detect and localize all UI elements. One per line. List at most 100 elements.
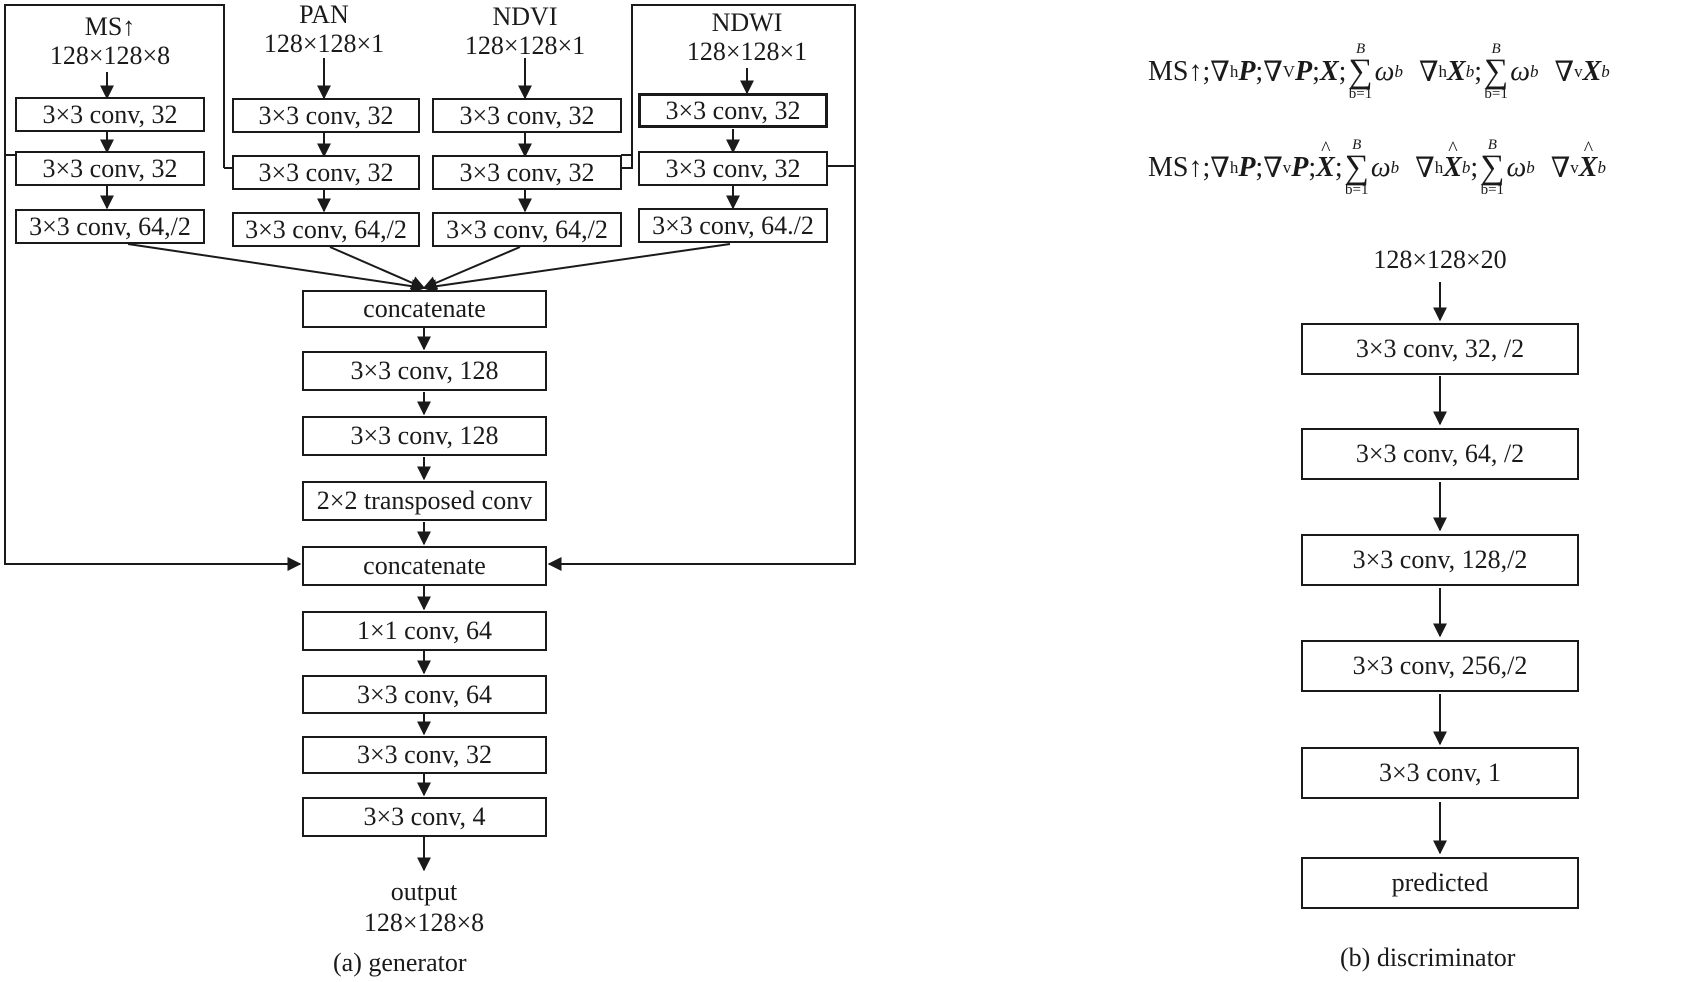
discriminator-input-formula-2: MS ↑ ; ∇h P ; ∇v P ; X ; B ∑ b=1 ωb ∇h X… [1148, 138, 1606, 198]
f1-nabla-4: ∇ [1554, 57, 1575, 88]
ms-conv-3: 3×3 conv, 64,/2 [15, 209, 205, 244]
f2-sum-2-sigma: ∑ [1480, 149, 1505, 186]
trunk-conv-3x3-32: 3×3 conv, 32 [302, 736, 547, 774]
branch-ndvi-dims: 128×128×1 [464, 31, 586, 60]
f1-X: X [1319, 56, 1339, 87]
f2-omega-2: ω [1506, 152, 1527, 183]
disc-conv-1: 3×3 conv, 1 [1301, 747, 1579, 799]
f2-Xb-hat-2: X [1579, 138, 1598, 184]
f1-omega-1: ω [1374, 56, 1395, 87]
f2-sep-3: ; [1308, 152, 1317, 183]
f2-sub-h-2: h [1434, 158, 1444, 177]
ms-conv-2: 3×3 conv, 32 [15, 151, 205, 186]
arrow-merge-ndwi [422, 243, 731, 294]
f1-omega-1-sub: b [1394, 62, 1403, 81]
disc-conv-128: 3×3 conv, 128,/2 [1301, 534, 1579, 586]
branch-ndvi-name: NDVI [492, 2, 558, 31]
ndwi-conv-2: 3×3 conv, 32 [638, 151, 828, 186]
f2-nabla-3: ∇ [1415, 153, 1435, 184]
f2-sub-h: h [1229, 158, 1239, 177]
arrow-merge-pan [329, 246, 426, 290]
skip-right-down [547, 160, 856, 571]
trunk-conv-1x1-64: 1×1 conv, 64 [302, 611, 547, 651]
trunk-concatenate-2: concatenate [302, 546, 547, 586]
trunk-conv-128-b: 3×3 conv, 128 [302, 416, 547, 456]
f1-sum-1-sigma: ∑ [1348, 53, 1373, 90]
ndvi-conv-3: 3×3 conv, 64,/2 [432, 212, 622, 247]
pan-conv-1: 3×3 conv, 32 [232, 98, 420, 133]
trunk-transposed-conv: 2×2 transposed conv [302, 481, 547, 521]
branch-ndwi-label: NDWI 128×128×1 [667, 8, 827, 66]
pan-conv-3: 3×3 conv, 64,/2 [232, 212, 420, 247]
skip-left-down [4, 160, 302, 571]
f1-sum-2-sigma: ∑ [1483, 53, 1509, 90]
disc-predicted: predicted [1301, 857, 1579, 909]
f1-sum-2-top: B [1491, 41, 1501, 57]
f1-up-arrow-icon: ↑ [1188, 56, 1203, 87]
skip-left-ms [4, 4, 225, 168]
ndvi-conv-2: 3×3 conv, 32 [432, 155, 622, 190]
branch-ms-label: MS↑ 128×128×8 [30, 12, 190, 70]
f2-omega-1-sub: b [1390, 158, 1400, 177]
f1-Xb-2: X [1582, 56, 1602, 87]
f1-sep-1: ; [1202, 56, 1211, 87]
f2-sum-2-top: B [1487, 137, 1497, 153]
disc-conv-64: 3×3 conv, 64, /2 [1301, 428, 1579, 480]
pan-conv-2: 3×3 conv, 32 [232, 155, 420, 190]
f2-up-arrow-icon: ↑ [1188, 152, 1203, 183]
f1-sub-h-2: h [1438, 62, 1448, 81]
f1-nabla-1: ∇ [1210, 57, 1230, 88]
ndwi-conv-1: 3×3 conv, 32 [638, 93, 828, 128]
disc-conv-256: 3×3 conv, 256,/2 [1301, 640, 1579, 692]
generator-output-label: output [390, 877, 458, 906]
disc-conv-32: 3×3 conv, 32, /2 [1301, 323, 1579, 375]
f2-ms: MS [1148, 152, 1189, 183]
f1-nabla-2: ∇ [1263, 57, 1283, 88]
f1-P-2: P [1295, 56, 1313, 87]
f2-sum-1-bottom: b=1 [1345, 182, 1369, 198]
f2-nabla-2: ∇ [1263, 153, 1283, 184]
ms-conv-1: 3×3 conv, 32 [15, 97, 205, 132]
f2-nabla-1: ∇ [1210, 153, 1230, 184]
f1-sub-v: v [1574, 62, 1583, 81]
f2-sum-1: B ∑ b=1 [1345, 138, 1369, 198]
branch-pan-name: PAN [299, 0, 349, 29]
f2-sum-1-top: B [1352, 137, 1362, 153]
discriminator-caption: (b) discriminator [1340, 943, 1516, 972]
f1-sep-2: ; [1255, 56, 1264, 87]
f2-sub-v-2: v [1570, 158, 1579, 177]
generator-output: output 128×128×8 [324, 876, 524, 938]
f1-sub-V: V [1282, 62, 1296, 81]
f1-Xb-2-sub: b [1601, 62, 1610, 81]
discriminator-input-dims: 128×128×20 [1373, 245, 1507, 274]
arrow-merge-ms [127, 243, 426, 294]
f2-sub-v: v [1282, 158, 1292, 177]
f2-sum-2-bottom: b=1 [1480, 182, 1505, 198]
f2-P-2: P [1291, 152, 1309, 183]
f2-P-1: P [1238, 152, 1256, 183]
f1-Xb-1-sub: b [1465, 62, 1475, 81]
f2-omega-1: ω [1370, 152, 1391, 183]
f1-sep-5: ; [1474, 56, 1482, 87]
f2-sep-1: ; [1202, 152, 1211, 183]
f2-omega-2-sub: b [1526, 158, 1535, 177]
branch-ms-dims: 128×128×8 [49, 41, 171, 70]
f2-nabla-4: ∇ [1550, 153, 1571, 184]
branch-ndwi-dims: 128×128×1 [686, 37, 808, 66]
generator-output-dims: 128×128×8 [363, 908, 485, 937]
f2-sum-2: B ∑ b=1 [1480, 138, 1504, 198]
f2-sep-4: ; [1334, 152, 1343, 183]
f1-sum-2: B ∑ b=1 [1484, 42, 1508, 102]
ndwi-conv-3: 3×3 conv, 64./2 [638, 208, 828, 243]
branch-pan-label: PAN 128×128×1 [244, 0, 404, 58]
f1-P-1: P [1238, 56, 1256, 87]
f1-sub-h: h [1229, 62, 1239, 81]
trunk-conv-3x3-64: 3×3 conv, 64 [302, 675, 547, 714]
f1-sum-1-top: B [1355, 41, 1366, 57]
f2-sep-2: ; [1255, 152, 1264, 183]
ndvi-conv-1: 3×3 conv, 32 [432, 98, 622, 133]
f1-sep-4: ; [1338, 56, 1347, 87]
f2-Xb-hat-1: X [1443, 138, 1462, 184]
